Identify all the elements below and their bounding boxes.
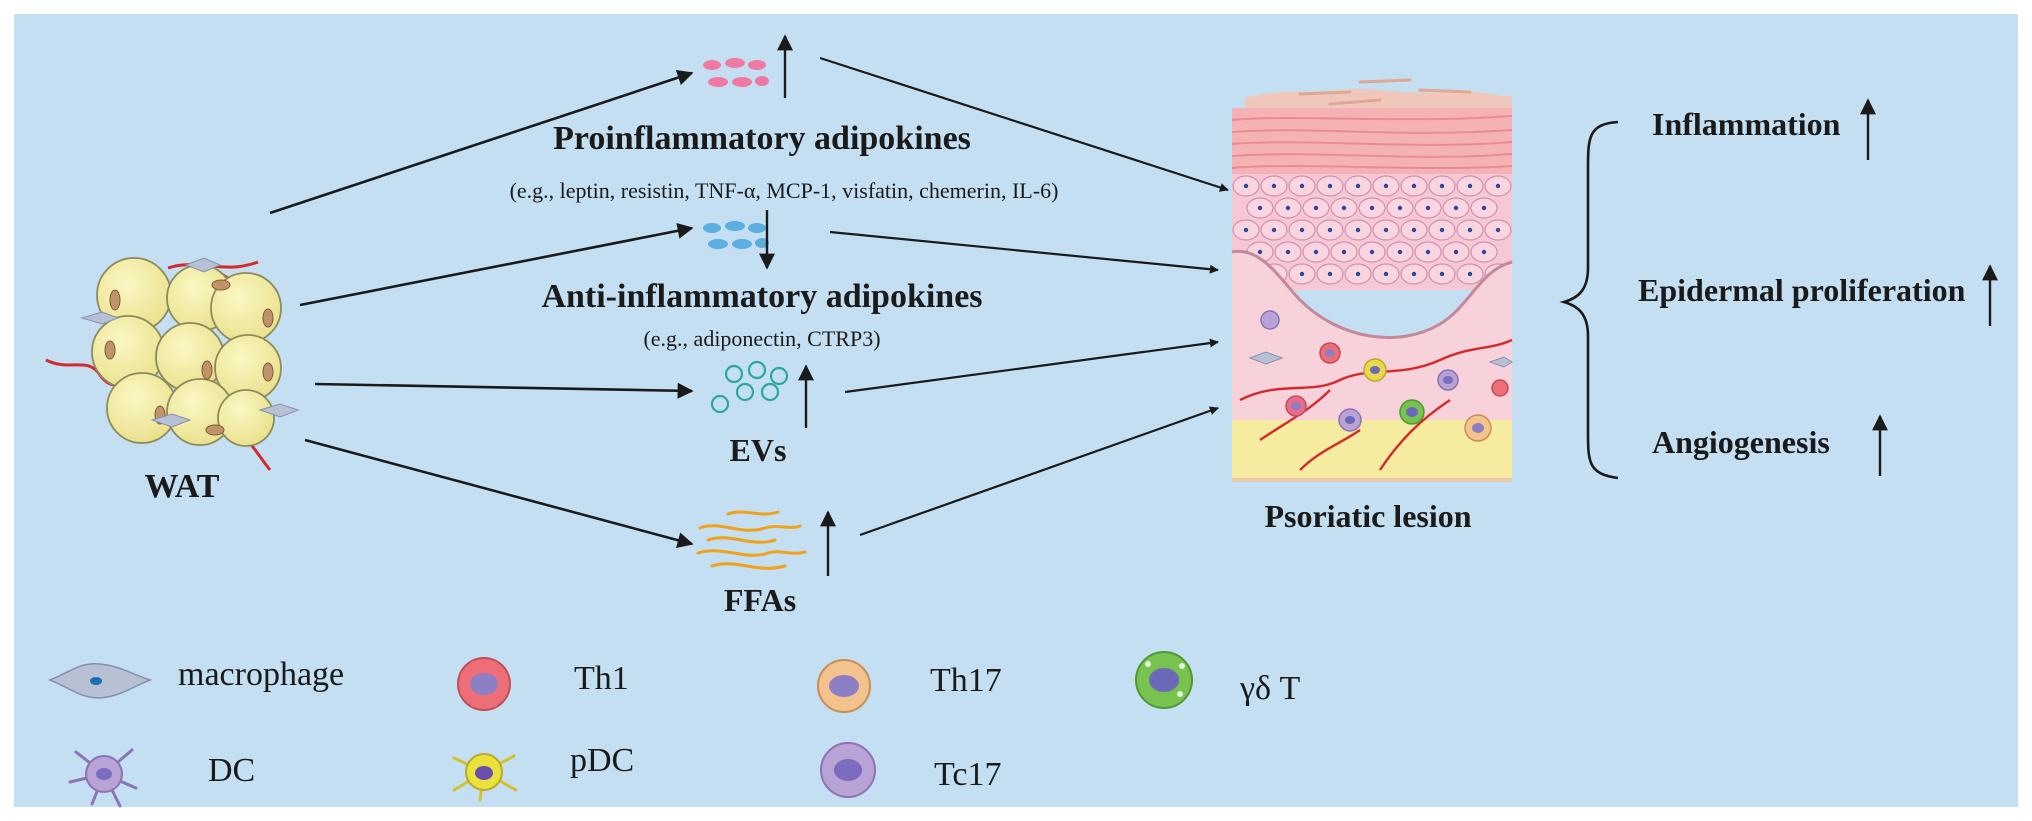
ffas-label: FFAs bbox=[723, 582, 797, 618]
wat-to-mediator-arrows bbox=[269, 69, 694, 548]
legend-label-tc17: Tc17 bbox=[934, 756, 1002, 793]
anti-inflammatory-title: Anti-inflammatory adipokines bbox=[541, 278, 983, 315]
outcomes-brace bbox=[1559, 120, 1619, 480]
mediator-change-arrows bbox=[759, 34, 836, 576]
free-fatty-acid-icon bbox=[696, 510, 807, 570]
outcome-angiogenesis: Angiogenesis bbox=[1652, 424, 1830, 460]
dendritic-cell-icon bbox=[68, 748, 138, 808]
lesion-label: Psoriatic lesion bbox=[1264, 498, 1472, 534]
macrophage-icon bbox=[47, 663, 153, 699]
th1-cell-icon bbox=[457, 657, 511, 711]
th17-cell-icon bbox=[817, 659, 871, 713]
extracellular-vesicle-icon bbox=[710, 360, 789, 414]
evs-label: EVs bbox=[729, 432, 787, 468]
legend-label-th1: Th1 bbox=[574, 660, 629, 697]
diagram-background bbox=[14, 14, 2018, 807]
mediator-to-lesion-arrows bbox=[819, 56, 1229, 537]
proinflammatory-title: Proinflammatory adipokines bbox=[553, 120, 971, 157]
legend-label-dc: DC bbox=[208, 752, 256, 789]
proinflammatory-adipokine-icon bbox=[703, 58, 769, 87]
pdc-cell-icon bbox=[452, 753, 518, 802]
psoriatic-lesion-illustration bbox=[1231, 78, 1513, 482]
legend-label-pdc: pDC bbox=[570, 742, 635, 779]
outcome-inflammation: Inflammation bbox=[1652, 106, 1841, 142]
legend-label-macrophage: macrophage bbox=[178, 656, 345, 693]
legend-label-gamma-delta-t: γδ T bbox=[1240, 670, 1301, 707]
anti-inflammatory-adipokine-icon bbox=[703, 221, 769, 249]
wat-illustration bbox=[45, 257, 300, 471]
wat-label: WAT bbox=[144, 468, 220, 505]
legend-icons bbox=[47, 651, 1193, 808]
tc17-cell-icon bbox=[820, 742, 876, 798]
proinflammatory-examples: (e.g., leptin, resistin, TNF-α, MCP-1, v… bbox=[509, 178, 1059, 203]
anti-inflammatory-examples: (e.g., adiponectin, CTRP3) bbox=[643, 326, 881, 351]
gamma-delta-t-cell-icon bbox=[1135, 651, 1193, 709]
legend-label-th17: Th17 bbox=[930, 662, 1002, 699]
outcome-increase-arrows bbox=[1860, 98, 1998, 476]
outcome-epidermal-proliferation: Epidermal proliferation bbox=[1638, 272, 1966, 308]
